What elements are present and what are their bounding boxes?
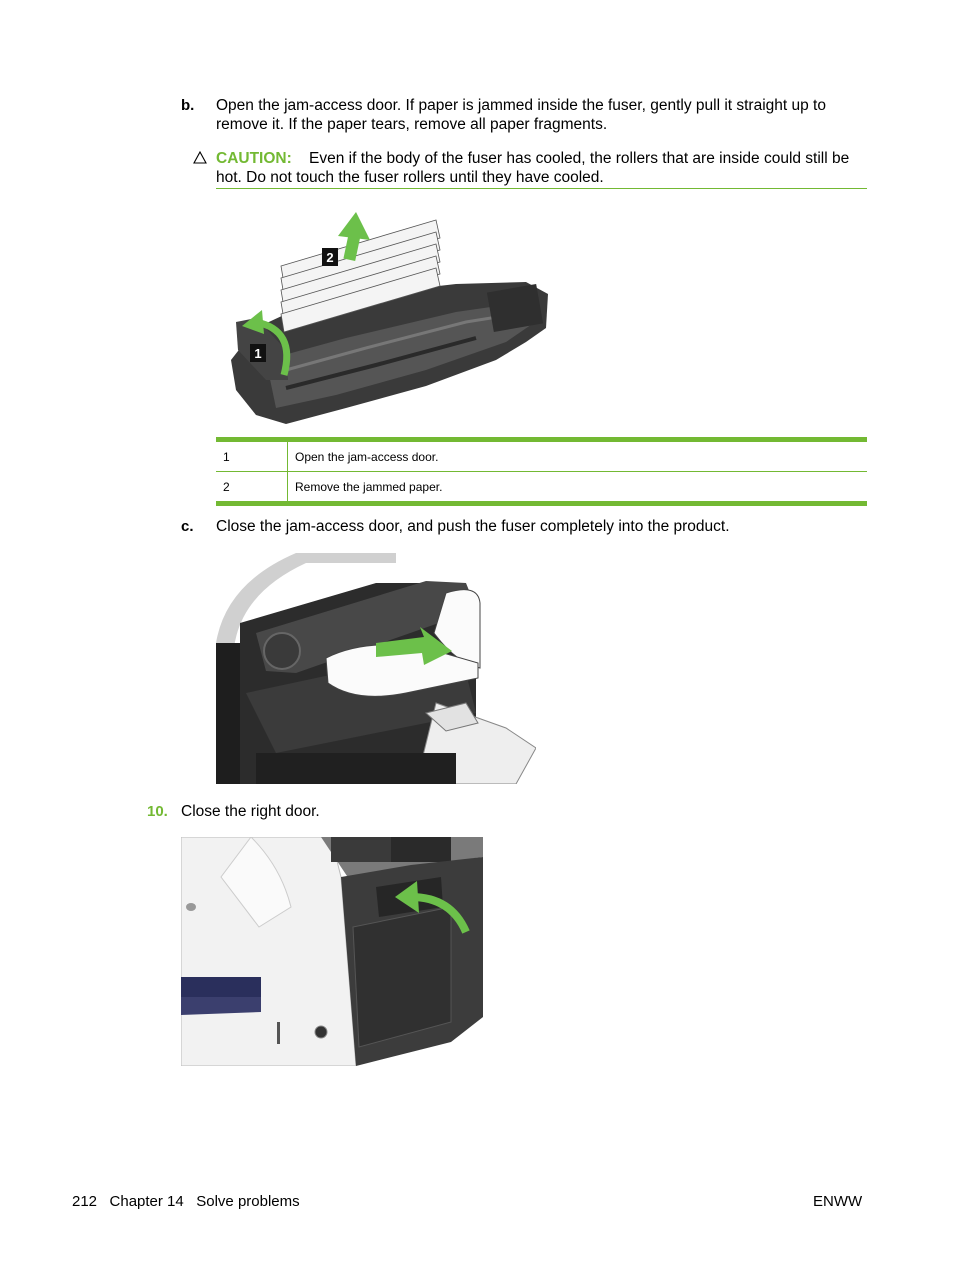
step-c-marker: c.: [181, 518, 194, 535]
caution-text: Even if the body of the fuser has cooled…: [216, 150, 850, 186]
table-row: 2 Remove the jammed paper.: [216, 471, 867, 504]
callout-number: 2: [216, 471, 288, 504]
step-b-marker: b.: [181, 97, 195, 114]
callout-1-badge: 1: [250, 344, 266, 362]
step-10-marker: 10.: [147, 803, 168, 820]
close-right-door-illustration: [180, 836, 483, 1067]
step-c-text: Close the jam-access door, and push the …: [216, 518, 730, 535]
caution-rule: [216, 188, 867, 189]
caution-block: CAUTION: Even if the body of the fuser h…: [216, 149, 867, 187]
callout-2-badge: 2: [322, 248, 338, 266]
table-row: 1 Open the jam-access door.: [216, 439, 867, 472]
callout-description: Open the jam-access door.: [287, 439, 867, 472]
callout-table: 1 Open the jam-access door. 2 Remove the…: [216, 437, 867, 506]
fuser-jam-illustration: 1 2: [226, 210, 552, 432]
step-10-text: Close the right door.: [181, 803, 320, 820]
caution-label: CAUTION:: [216, 150, 292, 167]
footer-code: ENWW: [813, 1193, 863, 1210]
svg-text:2: 2: [326, 250, 333, 265]
warning-triangle-icon: [193, 150, 207, 165]
push-fuser-illustration: [216, 553, 537, 785]
footer-page-info: 212 Chapter 14 Solve problems: [72, 1193, 300, 1210]
callout-number: 1: [216, 439, 288, 472]
svg-text:1: 1: [254, 346, 261, 361]
step-b-text: Open the jam-access door. If paper is ja…: [216, 97, 826, 133]
callout-description: Remove the jammed paper.: [295, 479, 443, 494]
